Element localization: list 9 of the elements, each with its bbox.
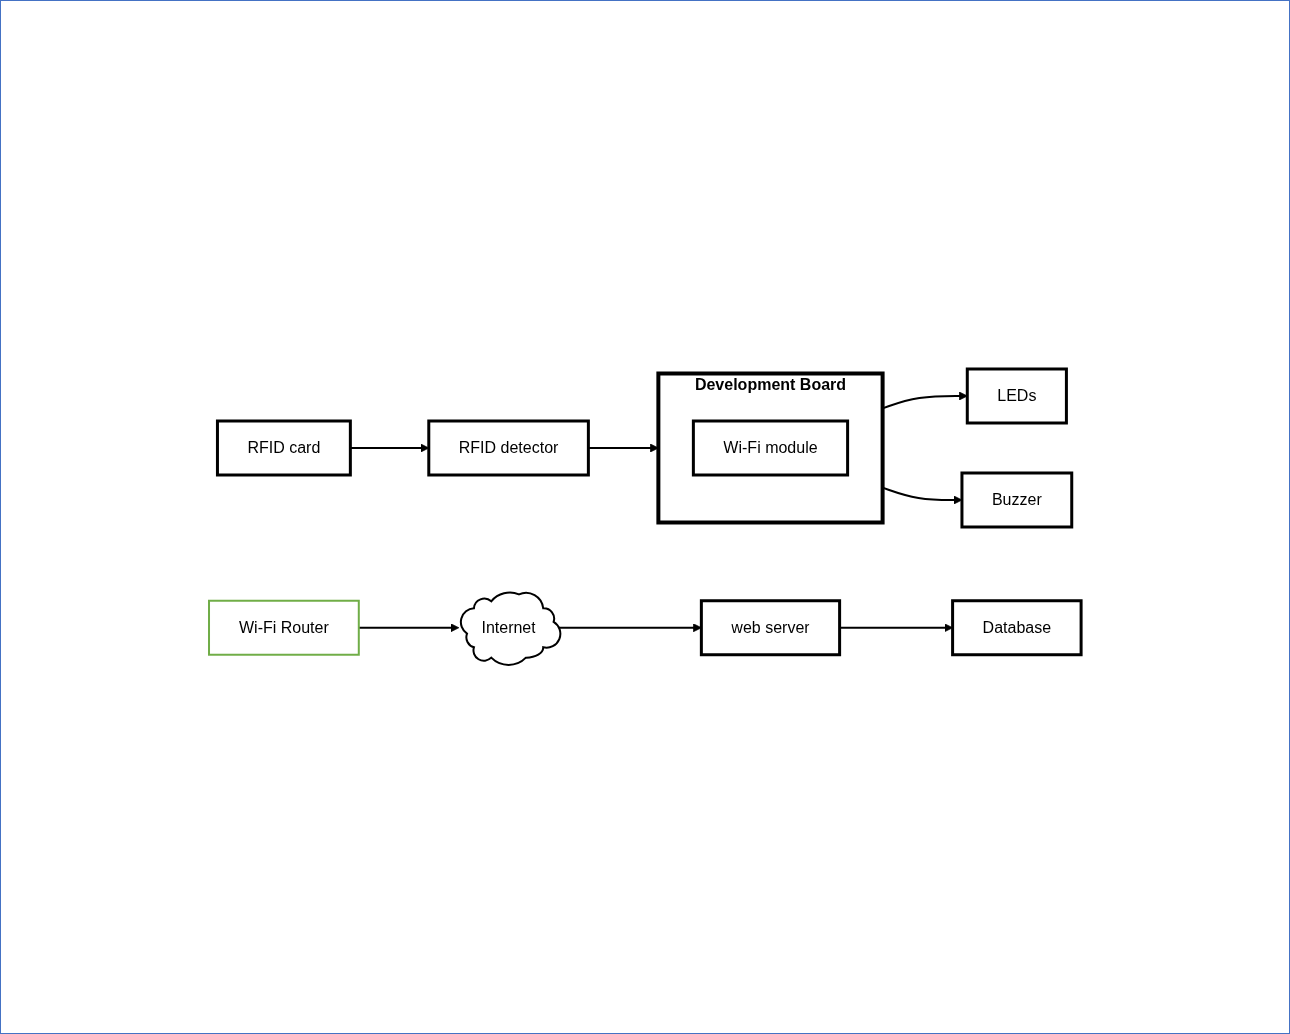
node-box: Wi-Fi module: [691, 419, 850, 477]
node-box: LEDs: [965, 367, 1068, 425]
node-box: RFID detector: [427, 419, 590, 477]
node-box: web server: [699, 599, 842, 657]
node-box: RFID card: [215, 419, 352, 477]
node-box: Buzzer: [960, 471, 1074, 529]
node-box: Wi-Fi Router: [207, 599, 360, 656]
arrow: [557, 623, 702, 633]
node-box: Database: [951, 599, 1083, 657]
